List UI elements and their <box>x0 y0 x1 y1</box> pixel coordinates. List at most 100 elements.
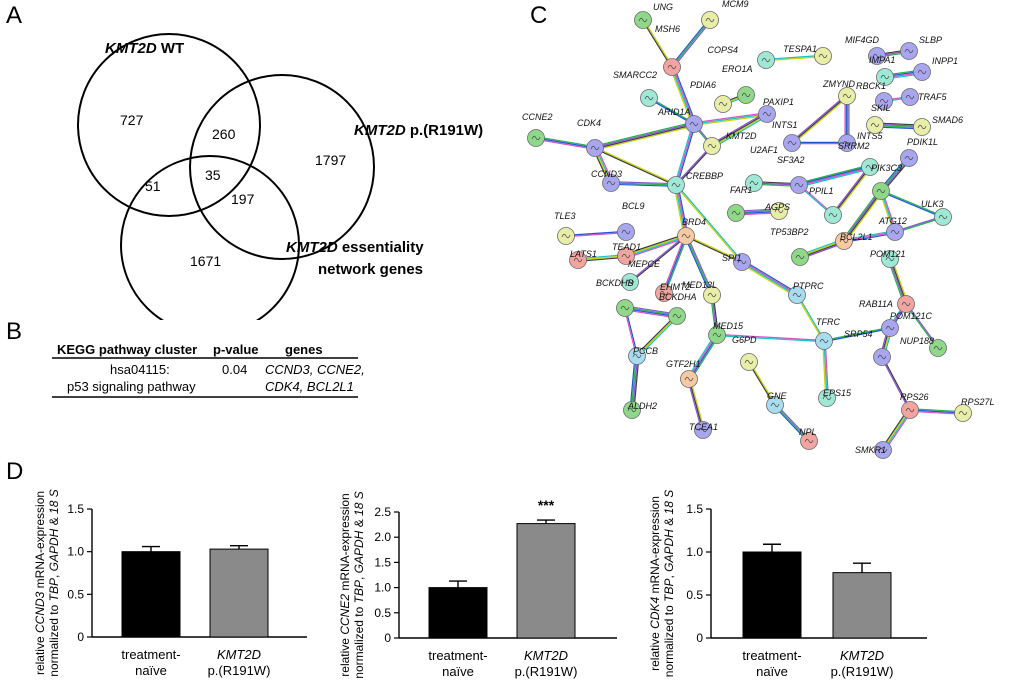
network-node[interactable]: EHMT2 <box>655 282 691 302</box>
network-edge <box>831 165 872 217</box>
y-tick-label: 0.5 <box>374 606 391 620</box>
network-node-label: FAR1 <box>730 185 752 195</box>
network-node[interactable]: ZMYND <box>822 79 856 105</box>
network-node[interactable]: ARID1A <box>657 107 703 133</box>
network-node-label: MCM9 <box>722 0 749 9</box>
network-node[interactable]: SMKR1 <box>855 441 892 459</box>
network-node[interactable]: POM121C <box>890 295 933 322</box>
network-node[interactable]: NUP188 <box>900 336 947 357</box>
network-node[interactable]: MED15 <box>708 321 745 344</box>
network-node[interactable]: MED13L <box>682 280 721 304</box>
network-node[interactable]: ULK3 <box>921 199 952 226</box>
network-node[interactable]: RBCK1 <box>856 81 893 110</box>
network-node-label: RBCK1 <box>856 81 886 91</box>
network-node-structure-icon <box>839 238 849 244</box>
network-node-structure-icon <box>770 402 780 408</box>
network-node[interactable]: TESPA1 <box>783 44 832 65</box>
network-node[interactable]: ALDH2 <box>623 401 658 419</box>
network-node[interactable]: PPIL1 <box>809 186 842 224</box>
network-node[interactable]: CDK4 <box>577 118 604 157</box>
network-node[interactable]: PTPRC <box>788 281 825 304</box>
network-node[interactable]: BCKDHA <box>659 292 697 325</box>
network-node-structure-icon <box>818 53 828 59</box>
network-node[interactable]: LATS1 <box>569 249 597 269</box>
network-node[interactable]: CCND3 <box>591 169 622 192</box>
venn-set-label-essentiality: KMT2D essentiality <box>286 239 424 256</box>
venn-circle-mutant <box>189 74 375 260</box>
network-node[interactable]: GTF2H1 <box>666 359 701 388</box>
network-node[interactable]: SRP54 <box>844 329 891 366</box>
network-node[interactable]: FAR1 <box>727 185 753 222</box>
network-node[interactable]: TEAD1 <box>612 242 641 265</box>
network-node[interactable]: MSH6 <box>655 24 681 76</box>
network-node[interactable]: BCKDHB <box>596 278 634 317</box>
network-node[interactable]: TCEA1 <box>689 421 718 439</box>
network-node[interactable]: SMARCC2 <box>613 70 658 107</box>
network-node[interactable]: CCNE2 <box>522 112 553 147</box>
network-node[interactable]: U2AF1 <box>745 145 779 192</box>
network-node[interactable]: UNG <box>634 2 674 29</box>
network-node[interactable]: INPP1 <box>913 56 959 81</box>
network-node-structure-icon <box>917 69 927 75</box>
network-node[interactable]: PAXIP1 <box>758 97 794 123</box>
network-node-structure-icon <box>644 95 654 101</box>
network-edge <box>765 54 824 62</box>
network-node[interactable]: INTS1 <box>772 120 801 152</box>
network-node[interactable]: ERO1A <box>722 64 755 104</box>
network-node[interactable]: SF3A2 <box>777 155 808 194</box>
network-node[interactable]: BCL2L1 <box>835 232 873 250</box>
network-node-label: SKIL <box>871 103 891 113</box>
network-node[interactable]: BCL9 <box>617 201 645 241</box>
network-node-structure-icon <box>774 208 784 214</box>
network-node[interactable]: PDIA6 <box>690 80 732 113</box>
network-node[interactable]: GNE <box>766 391 788 414</box>
network-node[interactable]: PCCB <box>628 346 659 365</box>
network-node[interactable]: COPS4 <box>707 45 775 69</box>
network-node-structure-icon <box>621 253 631 259</box>
network-node[interactable]: MEPCE <box>621 259 662 291</box>
network-node-structure-icon <box>804 438 814 444</box>
network-node[interactable]: INTS5 <box>838 131 884 152</box>
network-node[interactable]: SRRM2 <box>838 141 879 176</box>
network-node-structure-icon <box>712 332 722 338</box>
network-node[interactable]: G6PD <box>732 335 758 371</box>
network-node-structure-icon <box>684 376 694 382</box>
network-node[interactable]: TLE3 <box>554 211 576 245</box>
network-node[interactable]: BRD4 <box>677 217 707 245</box>
network-node[interactable]: MIF4GD <box>845 35 886 65</box>
network-node[interactable]: CREBBP <box>667 171 724 194</box>
network-node-structure-icon <box>590 145 600 151</box>
network-node[interactable]: RPS26 <box>900 392 929 419</box>
network-node[interactable]: KMT2D <box>703 131 758 155</box>
network-edge <box>670 18 712 69</box>
network-edge <box>880 356 912 411</box>
network-node[interactable]: RAB11A <box>859 299 899 337</box>
network-node[interactable]: AGPS <box>764 202 790 220</box>
network-node[interactable]: SLBP <box>900 35 943 60</box>
network-node-structure-icon <box>744 359 754 365</box>
network-node-structure-icon <box>762 111 772 117</box>
network-node-structure-icon <box>905 94 915 100</box>
network-node[interactable]: POM121 <box>870 249 906 268</box>
network-node[interactable]: RPS27L <box>954 397 995 422</box>
network-node[interactable]: SKIL <box>866 103 891 134</box>
network-node-label: TFRC <box>816 317 840 327</box>
bar <box>209 548 269 638</box>
network-node[interactable]: PIK3C3 <box>871 163 902 200</box>
network-node[interactable]: PDIK1L <box>900 137 939 167</box>
network-node-structure-icon <box>901 301 911 307</box>
network-node[interactable]: MCM9 <box>701 0 749 29</box>
network-edge <box>823 326 891 343</box>
bar <box>742 551 802 639</box>
network-node[interactable]: ATG12 <box>878 216 907 241</box>
y-tick-label: 0 <box>77 630 84 644</box>
network-node[interactable]: SPI1 <box>722 253 751 271</box>
network-node[interactable]: TP53BP2 <box>770 227 809 266</box>
network-node[interactable]: IMPA1 <box>869 55 895 86</box>
network-node[interactable]: EPS15 <box>818 388 853 407</box>
network-node[interactable]: SMAD6 <box>913 115 964 136</box>
network-node[interactable]: TRAF5 <box>901 88 948 106</box>
network-node-label: CCND3 <box>591 169 622 179</box>
network-node[interactable]: NPL <box>799 427 818 450</box>
network-node[interactable]: TFRC <box>815 317 841 350</box>
